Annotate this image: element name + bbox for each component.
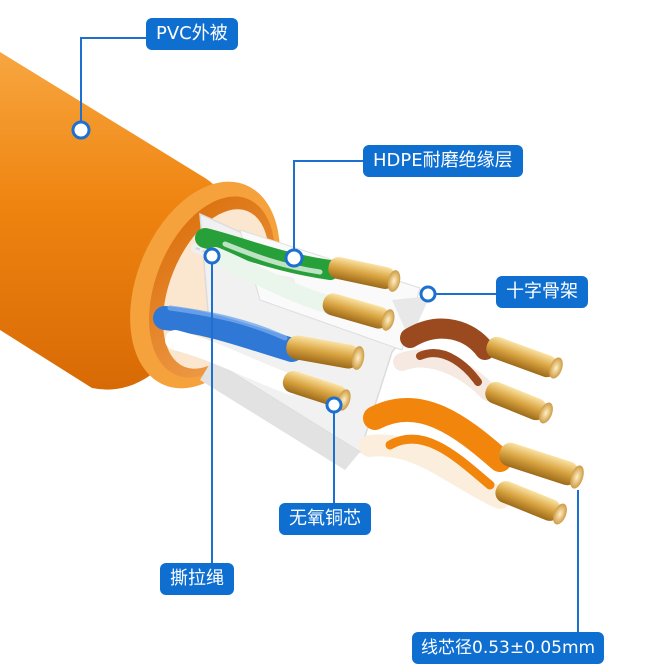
copper-core-label: 无氧铜芯 xyxy=(279,503,371,535)
hdpe-insulation-label: HDPE耐磨绝缘层 xyxy=(363,145,523,177)
leader-hdpe xyxy=(293,160,363,258)
pvc-jacket-label: PVC外被 xyxy=(146,18,238,50)
cross-separator-label: 十字骨架 xyxy=(496,276,588,308)
brown-pair xyxy=(393,318,563,424)
core-diameter-label: 线芯径0.53±0.05mm xyxy=(412,632,605,664)
leader-pvc xyxy=(80,37,146,130)
green-pair xyxy=(195,228,401,331)
leader-dots xyxy=(71,120,437,414)
rip-cord-label: 撕拉绳 xyxy=(160,563,234,595)
orange-pair xyxy=(359,397,584,525)
